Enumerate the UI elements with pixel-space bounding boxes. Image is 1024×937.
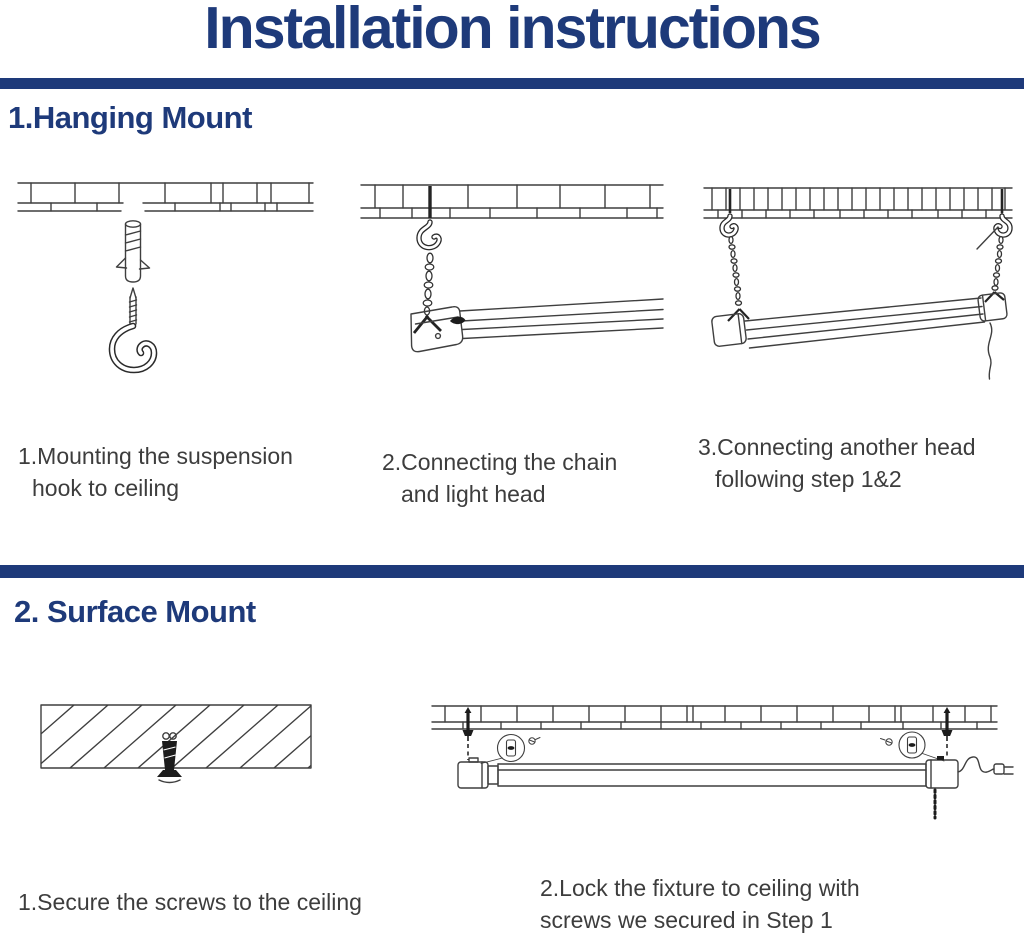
pointer-line [976,226,999,250]
keyhole-callout-right [880,731,945,762]
ceiling-cross-section [17,182,314,212]
hatch-pattern [41,705,311,768]
caption-line: screws we secured in Step 1 [540,907,833,933]
section-divider [0,565,1024,578]
surface-step1-illustration [40,704,312,784]
ceiling-cross-section [703,187,1013,219]
hanging-step2-caption: 2.Connecting the chain and light head [382,446,617,510]
page-title: Installation instructions [204,0,821,61]
caption-line: following step 1&2 [715,466,902,492]
hook-and-chain [412,186,442,334]
right-chain [976,189,1013,303]
surface-mount-heading: 2. Surface Mount [14,594,256,629]
caption-line: hook to ceiling [32,475,180,501]
caption-line: 1.Secure the screws to the ceiling [18,889,362,915]
ceiling-screw-icon [157,732,182,784]
light-head [410,298,664,353]
power-cord [957,756,995,773]
ceiling-cross-section [360,184,664,219]
keyhole-callout-left [480,733,541,764]
hanging-step1-caption: 1.Mounting the suspension hook to ceilin… [18,440,293,504]
surface-step2-caption: 2.Lock the fixture to ceiling with screw… [540,872,860,936]
caption-line: 1.Mounting the suspension [18,443,293,469]
suspension-hook-icon [108,287,158,374]
left-mounting-screw-icon [462,707,474,760]
section-divider [0,78,1024,89]
surface-step2-illustration [431,705,1014,820]
hanging-step3-caption: 3.Connecting another head following step… [698,431,976,495]
screw-glyph-icon [880,738,893,746]
screw-glyph-icon [528,737,541,745]
left-chain [719,189,750,322]
hanging-mount-heading: 1.Hanging Mount [8,100,252,135]
caption-line: 2.Lock the fixture to ceiling with [540,875,860,901]
ceiling-cross-section [431,705,998,730]
hanging-step2-illustration [360,184,664,353]
power-cord [987,322,993,380]
caption-line: and light head [401,481,546,507]
right-mounting-screw-icon [941,707,953,757]
wall-anchor [115,220,151,283]
surface-step1-caption: 1.Secure the screws to the ceiling [18,886,362,918]
wing-nut [450,316,466,325]
hanging-step3-illustration [703,187,1013,380]
hanging-fixture [711,292,1008,380]
hanging-step1-illustration [17,182,314,374]
surface-fixture [457,756,1014,820]
caption-line: 3.Connecting another head [698,434,976,460]
caption-line: 2.Connecting the chain [382,449,618,475]
power-plug-icon [993,763,1014,775]
